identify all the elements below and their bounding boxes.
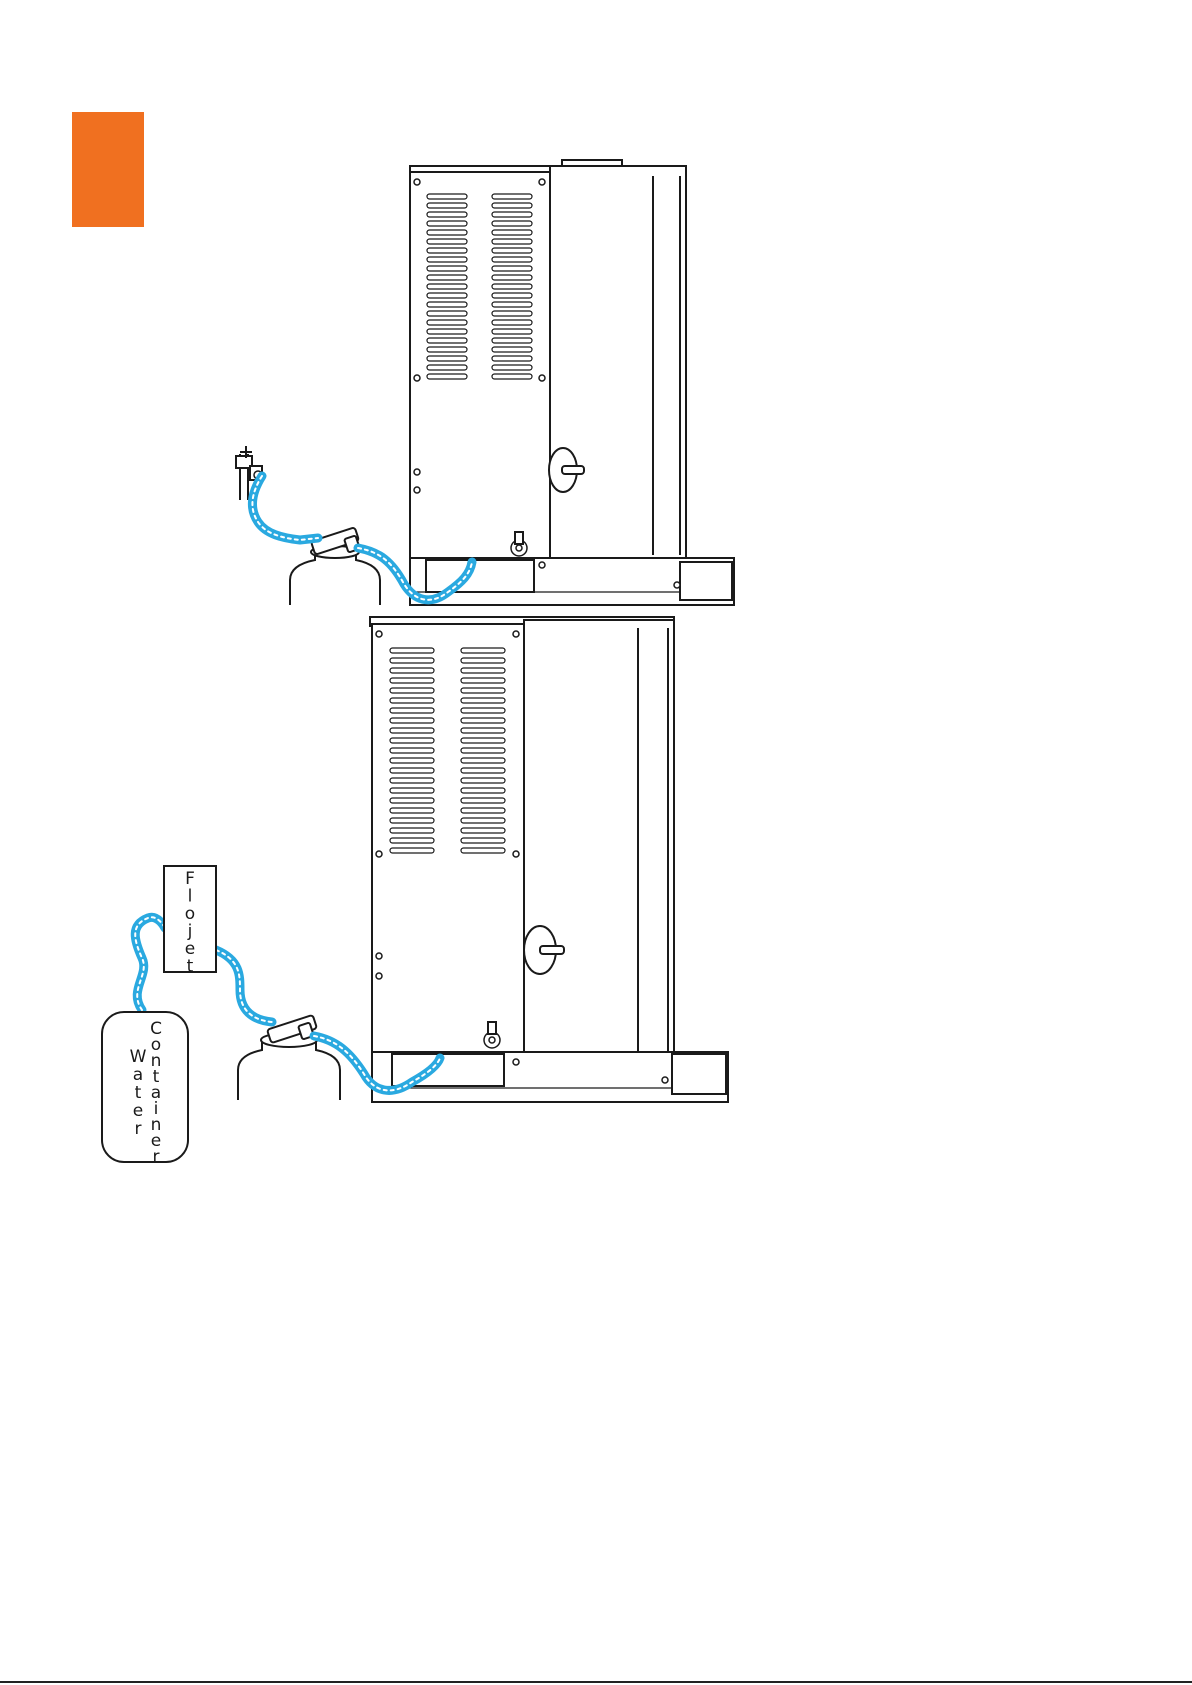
lower-front-panel xyxy=(372,624,524,1098)
upper-vents-right xyxy=(492,194,532,379)
filter-canister-icon xyxy=(238,1015,340,1100)
lower-side-panel xyxy=(524,620,674,1098)
flojet-pump-icon: F l o j e t xyxy=(164,866,216,977)
container-word-char: r xyxy=(153,1147,160,1167)
lower-base-drawer xyxy=(672,1054,726,1094)
upper-vents-left xyxy=(427,194,467,379)
lower-hose-flojet-to-filter xyxy=(216,950,272,1022)
water-word-char: t xyxy=(135,1083,142,1103)
water-word-char: W xyxy=(130,1047,147,1067)
water-word-char: e xyxy=(133,1101,143,1121)
lower-vents-left xyxy=(390,648,434,853)
upper-side-panel xyxy=(550,166,686,577)
page-bottom-rule xyxy=(0,1681,1192,1683)
lower-machine xyxy=(370,617,728,1102)
lower-hose-container-to-flojet xyxy=(135,917,165,1010)
lower-vents-right xyxy=(461,648,505,853)
water-word-char: r xyxy=(135,1119,142,1139)
flojet-label-char: t xyxy=(187,957,194,977)
upper-base-drawer xyxy=(680,562,732,600)
upper-machine xyxy=(410,160,734,605)
water-word-char: a xyxy=(133,1065,143,1085)
upper-hose-tap-to-filter xyxy=(252,476,318,540)
water-container-box xyxy=(102,1012,188,1162)
